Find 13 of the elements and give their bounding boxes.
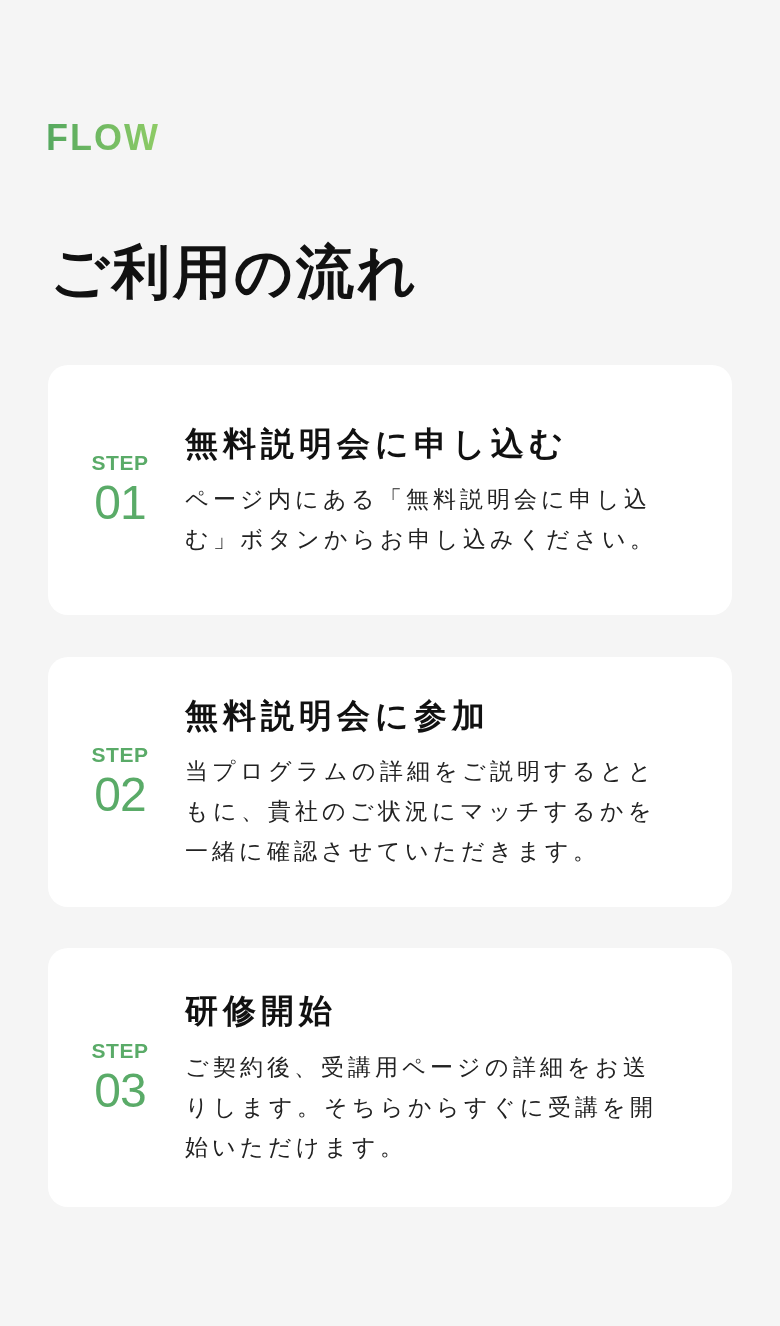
step-number: 01 [94, 478, 146, 529]
step-heading: 無料説明会に参加 [185, 694, 491, 737]
step-description: 当プログラムの詳細をご説明するとともに、貴社のご状況にマッチするかを一緒に確認させていただきます。 [185, 757, 657, 867]
step-label: STEP [91, 1038, 149, 1062]
section-title: ご利用の流れ [50, 236, 419, 308]
step-heading: 無料説明会に申し込む [185, 422, 569, 465]
step-label: STEP [91, 451, 149, 475]
step-description: ご契約後、受講用ページの詳細をお送りします。そちらからすぐに受講を開始いただけます。 [185, 1052, 658, 1162]
step-description: ページ内にある「無料説明会に申し込む」ボタンからお申し込みください。 [185, 485, 658, 555]
step-heading: 研修開始 [185, 990, 338, 1033]
step-number: 03 [94, 1065, 146, 1117]
step-label: STEP [91, 743, 149, 767]
step-number: 02 [94, 770, 146, 821]
